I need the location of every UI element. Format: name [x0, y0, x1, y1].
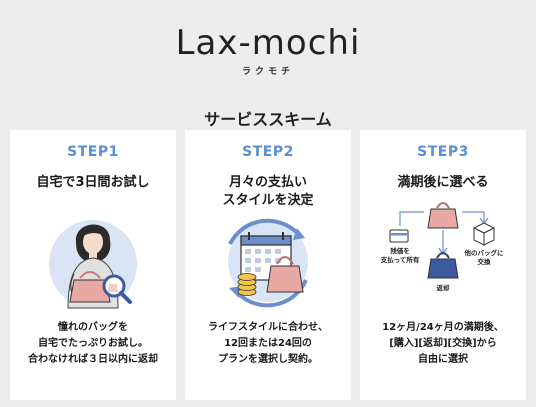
box-icon — [472, 222, 496, 246]
pink-bag-icon — [427, 208, 459, 229]
step-heading: 満期後に選べる — [360, 174, 526, 192]
step-heading: 月々の支払い スタイルを決定 — [185, 174, 351, 210]
left-option-label-1: 残価を — [390, 246, 410, 255]
desc-line: プランを選択し契約。 — [218, 354, 318, 365]
calendar-payment-illustration — [228, 218, 308, 308]
blue-bag-icon — [427, 258, 459, 279]
step-card-3: STEP3 満期後に選べる 残価を 支払って所有 他のバッグに 交換 返却 12… — [360, 130, 526, 400]
step-description: 憧れのバッグを 自宅でたっぷりお試し。 合わなければ３日以内に返却 — [10, 320, 176, 368]
options-diagram: 残価を 支払って所有 他のバッグに 交換 返却 — [380, 202, 504, 292]
brand-name: Lax-mochi — [175, 23, 361, 63]
desc-line: [購入][返却][交換]から — [389, 338, 497, 349]
step-card-2: STEP2 月々の支払い スタイルを決定 ライフスタイルに — [185, 130, 351, 400]
step-label: STEP3 — [417, 144, 469, 160]
bag-handle — [436, 202, 450, 209]
right-option-label-1: 他のバッグに — [464, 248, 504, 257]
step-label: STEP1 — [67, 144, 119, 160]
woman-trying-bag-illustration — [49, 220, 137, 309]
heading-line: 満期後に選べる — [397, 175, 489, 190]
heading-line: スタイルを決定 — [222, 193, 314, 208]
step-card-1: STEP1 自宅で3日間お試し 憧れのバッグを 自宅でたっぷりお試し。 合わなけ… — [10, 130, 176, 400]
right-option-label-2: 交換 — [478, 257, 492, 266]
heading-line: 自宅で3日間お試し — [36, 175, 150, 190]
brand-kana: ラクモチ — [241, 67, 294, 77]
desc-line: 合わなければ３日以内に返却 — [28, 354, 158, 365]
desc-line: 12回または24回の — [224, 338, 312, 349]
heading-line: 月々の支払い — [228, 175, 307, 190]
step-description: 12ヶ月/24ヶ月の満期後、 [購入][返却][交換]から 自由に選択 — [360, 320, 526, 368]
left-option-label-2: 支払って所有 — [380, 255, 420, 264]
brand-logo: Lax-mochi ラクモチ — [0, 24, 536, 77]
step-heading: 自宅で3日間お試し — [10, 174, 176, 192]
step-label: STEP2 — [242, 144, 294, 160]
step-description: ライフスタイルに合わせ、 12回または24回の プランを選択し契約。 — [185, 320, 351, 368]
credit-card-icon — [389, 229, 409, 243]
desc-line: 憧れのバッグを — [58, 322, 128, 333]
desc-line: 12ヶ月/24ヶ月の満期後、 — [382, 322, 504, 333]
section-title: サービススキーム — [204, 110, 332, 129]
desc-line: ライフスタイルに合わせ、 — [208, 322, 328, 333]
desc-line: 自宅でたっぷりお試し。 — [38, 338, 148, 349]
bottom-option-label: 返却 — [437, 283, 451, 292]
desc-line: 自由に選択 — [418, 354, 468, 365]
